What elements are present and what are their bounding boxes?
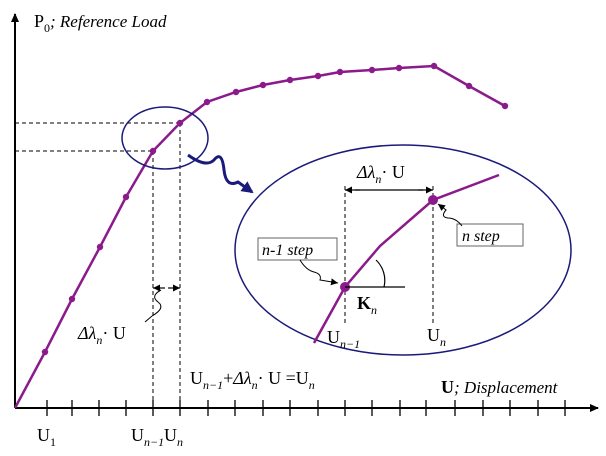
y-axis-text: ; Reference Load [50,12,167,31]
increment-marker [144,284,180,323]
zoom-source-ellipse [121,106,209,170]
axes [11,13,599,416]
y-axis-label: P0; Reference Load [34,11,167,35]
curve-point [395,64,403,72]
guide-lines [15,122,181,408]
load-curve [13,64,506,409]
curve-point [122,193,130,201]
curve-point [68,295,76,303]
tick-label-u1: U1 [37,425,56,449]
increment-label: Δλn· U [77,323,126,347]
stiffness-angle-arc [375,259,386,288]
zoom-ellipse [234,144,572,356]
curve-point [465,82,473,90]
curve-point [149,147,157,155]
next-step-leader [437,203,463,227]
x-axis-label: U; Displacement [441,377,559,397]
zoom-curve [312,173,500,344]
x-axis-ticks [46,400,566,416]
curve-point [41,348,49,356]
zoom-view: Δλn· U Kn n-1 step n step Un−1 Un [234,144,572,356]
increment-leader [144,289,162,323]
curve-point [368,66,376,74]
curve-point [430,62,438,70]
curve-point [176,119,184,127]
curve-point [96,243,104,251]
y-axis-symbol: P [34,11,44,31]
x-axis-text: ; Displacement [454,378,559,397]
next-step-box [456,223,524,247]
load-curve-points [41,62,509,356]
prev-step-label: n-1 step [262,242,313,259]
tick-label-un: Un [164,425,183,449]
increment-equation: Un−1+Δλn· U =Un [190,368,315,392]
prev-step-box [257,237,338,261]
curve-point [259,81,267,89]
stiffness-label: Kn [357,293,377,317]
curve-point [232,88,240,96]
prev-step-leader [299,259,339,286]
x-axis-symbol: U [441,377,454,397]
zoom-increment-label: Δλn· U [356,162,405,186]
zoom-label-next-disp: Un [427,325,446,349]
zoom-label-prev-disp: Un−1 [327,327,360,351]
curve-point [314,72,322,80]
tick-label-un-1: Un−1 [131,425,164,449]
curve-point [203,98,211,106]
curve-point [336,68,344,76]
next-step-label: n step [462,228,500,245]
zoom-point-next [428,195,438,205]
zoom-arrow [187,153,254,194]
curve-point [501,102,509,110]
y-axis-subscript: 0 [44,21,50,35]
curve-point [286,76,294,84]
